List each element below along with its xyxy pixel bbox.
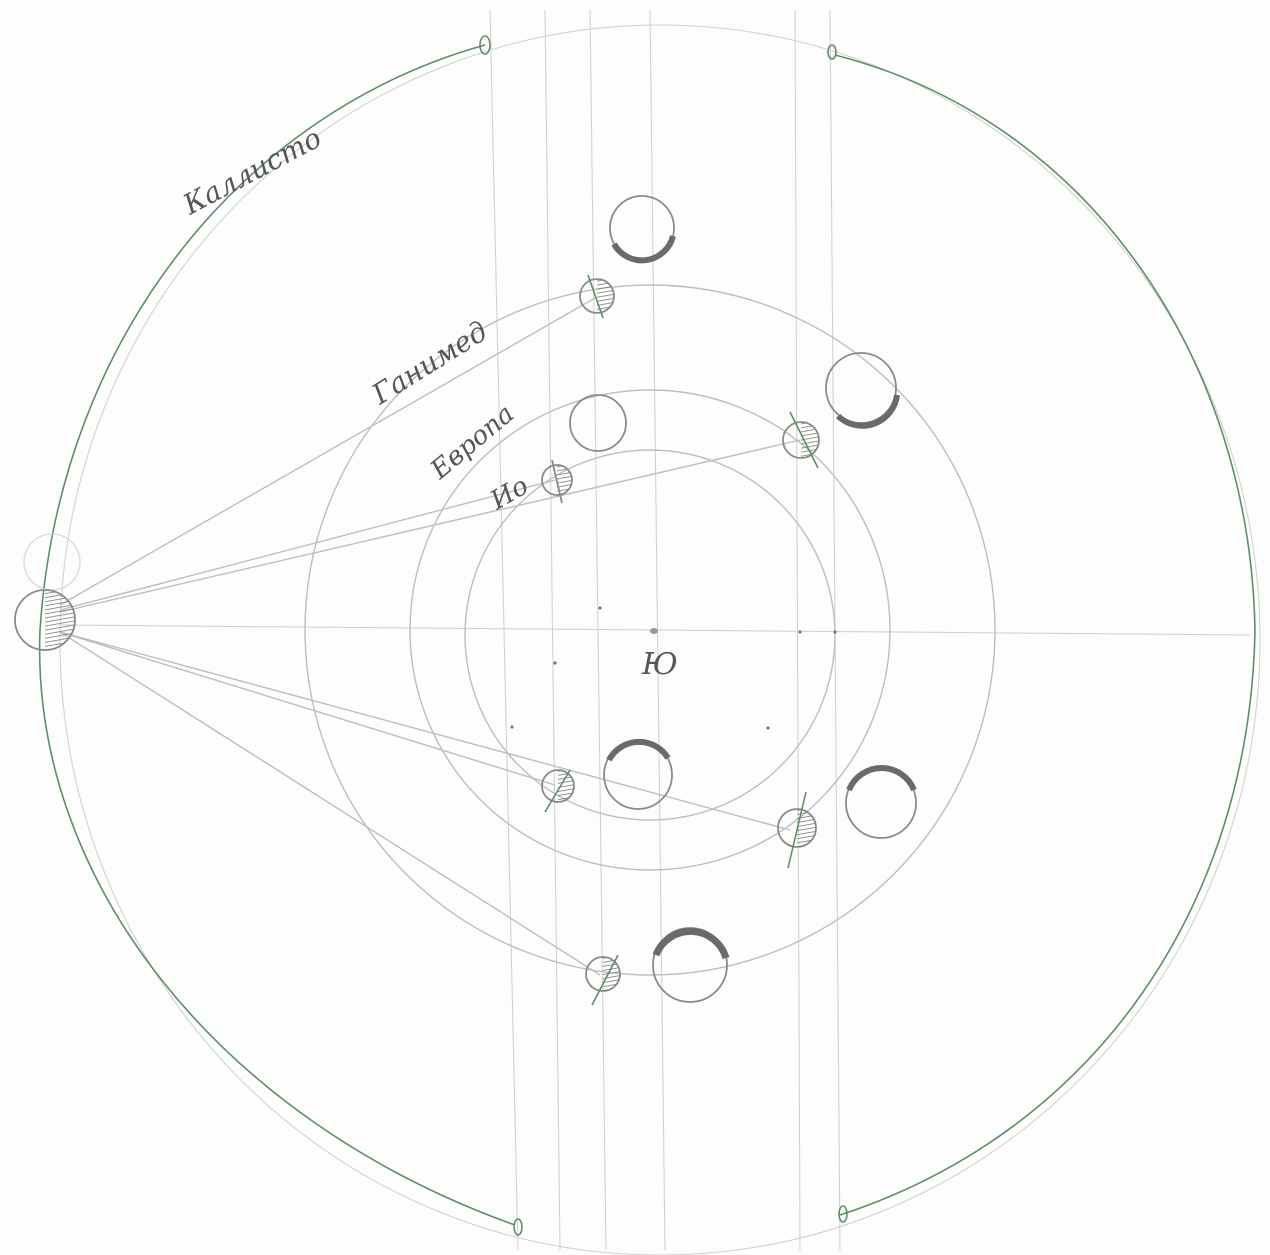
io-phase-top [541, 459, 573, 504]
label-io: Ио [485, 471, 534, 517]
sight-lines [59, 297, 801, 976]
moon-large-1 [609, 195, 676, 264]
moon-large-3 [825, 352, 900, 429]
ganymede-orbit [304, 284, 996, 976]
outer-orbit [59, 24, 1261, 1255]
labels: Каллисто Ганимед Европа Ио [177, 121, 534, 516]
callisto-boundary [38, 35, 1256, 1236]
moon-large-2 [569, 394, 627, 452]
moon-enlarged [569, 195, 917, 1003]
moon-large-4 [603, 738, 673, 810]
europa-orbit [409, 389, 891, 871]
io-orbit [464, 449, 836, 821]
ganymede-phase-bottom [585, 954, 621, 1006]
europa-phase-right [782, 411, 820, 469]
jupiter-label: Ю [641, 647, 678, 682]
io-phase-bottom [541, 769, 575, 813]
marker-top-left [479, 35, 491, 55]
marker-top-right [827, 44, 837, 60]
label-callisto: Каллисто [177, 121, 327, 222]
marker-bottom-left [513, 1218, 523, 1236]
label-europa: Европа [424, 399, 520, 486]
moon-large-6 [652, 927, 730, 1003]
moon-phases [541, 274, 820, 1006]
ganymede-phase-top [579, 274, 615, 319]
europa-phase-bottom-right [777, 791, 817, 869]
orbit-ticks [510, 606, 837, 730]
marker-bottom-right [838, 1205, 848, 1223]
label-ganymede: Ганимед [365, 314, 493, 411]
jupiter: Ю [641, 628, 678, 682]
orbits [59, 24, 1261, 1255]
moon-large-5 [845, 765, 917, 839]
observer-planet [14, 533, 81, 651]
